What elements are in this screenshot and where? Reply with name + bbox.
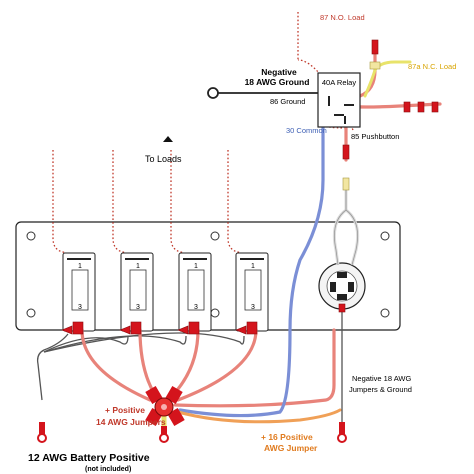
relay-label: 40A Relay	[322, 78, 356, 87]
label-87-no-load: 87 N.O. Load	[320, 13, 365, 22]
up-arrow-icon	[163, 136, 173, 142]
label-negative: Negative	[261, 67, 297, 77]
switch-pin-bottom: 3	[78, 304, 82, 311]
label-18-awg-ground: 18 AWG Ground	[245, 77, 310, 87]
label-negative-18-awg: Negative 18 AWG	[352, 374, 411, 383]
switch-pin-bottom: 3	[251, 304, 255, 311]
panel-hole	[380, 231, 390, 241]
connectors	[61, 39, 439, 335]
switch-pin-top: 1	[194, 263, 198, 270]
label-not-included: (not included)	[85, 466, 131, 473]
load-wires	[52, 12, 354, 256]
switch-4[interactable]: 1 3	[235, 252, 269, 332]
label-30-common: 30 Common	[286, 126, 327, 135]
label-16-positive: + 16 Positive	[261, 432, 313, 442]
label-awg-jumper: AWG Jumper	[264, 443, 318, 453]
label-battery-positive: 12 AWG Battery Positive	[28, 452, 150, 464]
switch-pin-bottom: 3	[136, 304, 140, 311]
pushbutton-switch[interactable]	[318, 262, 366, 310]
negative-ground-wire	[207, 87, 318, 99]
label-86-ground: 86 Ground	[270, 97, 305, 106]
common-wire	[178, 108, 325, 418]
panel-hole	[26, 231, 36, 241]
label-87a-nc-load: 87a N.C. Load	[408, 62, 456, 71]
panel-hole	[26, 308, 36, 318]
switch-3[interactable]: 1 3	[178, 252, 212, 332]
relay[interactable]: 40A Relay	[317, 72, 361, 128]
battery-junction	[145, 385, 185, 427]
panel-hole	[210, 231, 220, 241]
switch-pin-top: 1	[78, 263, 82, 270]
switch-pin-top: 1	[251, 263, 255, 270]
switch-pin-top: 1	[136, 263, 140, 270]
label-positive: + Positive	[105, 405, 145, 415]
panel-hole	[380, 308, 390, 318]
label-85-pushbutton: 85 Pushbutton	[351, 132, 399, 141]
switch-pin-bottom: 3	[194, 304, 198, 311]
yellow-wire	[363, 60, 412, 98]
yellow-connectors	[342, 61, 381, 191]
orange-jumper	[176, 408, 342, 424]
label-14-awg-jumpers: 14 AWG Jumpers	[96, 417, 166, 427]
ring-crimps	[39, 422, 345, 434]
switch-1[interactable]: 1 3	[62, 252, 96, 332]
label-to-loads: To Loads	[145, 154, 182, 164]
label-jumpers-ground: Jumpers & Ground	[349, 385, 412, 394]
switch-2[interactable]: 1 3	[120, 252, 154, 332]
